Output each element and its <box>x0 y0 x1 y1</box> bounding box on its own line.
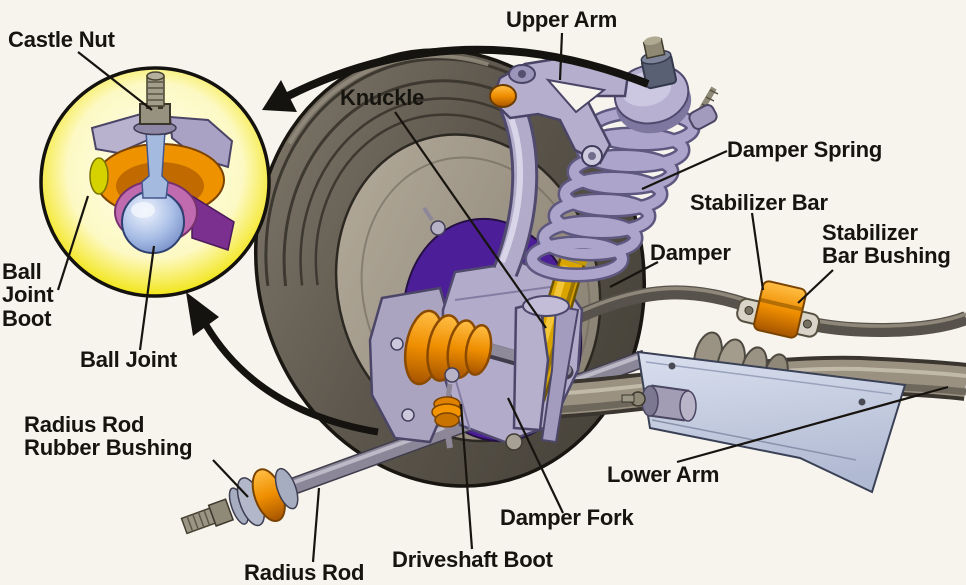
label-damper-fork: Damper Fork <box>500 505 634 530</box>
leader-lines <box>56 32 949 563</box>
ball-joint-inset <box>39 66 271 298</box>
radius-rod-thread <box>180 507 217 535</box>
bolt-icon <box>430 220 446 236</box>
lower-ball-joint-boot <box>431 367 463 449</box>
label-ball-joint: Ball Joint <box>80 347 178 372</box>
label-stabilizer-bar: Stabilizer Bar <box>690 190 828 215</box>
knuckle <box>492 100 539 278</box>
leader-radius-rod <box>311 487 321 563</box>
leader-damper <box>609 261 659 288</box>
leader-damper-spring <box>641 149 728 191</box>
leader-lower-arm <box>676 385 949 464</box>
label-stabilizer-bar-bushing: Stabilizer Bar Bushing <box>822 220 951 269</box>
label-castle-nut: Castle Nut <box>8 27 115 52</box>
stabilizer-bar-bushing <box>736 280 821 339</box>
label-damper-spring: Damper Spring <box>727 137 883 162</box>
damper-spring <box>524 104 701 283</box>
lower-arm-bushing <box>621 384 697 422</box>
leader-stabilizer-bar <box>750 212 765 291</box>
leader-knuckle <box>394 111 547 329</box>
bolt-icon <box>444 367 460 383</box>
upper-arm <box>489 56 630 167</box>
leader-damper-fork <box>507 397 564 514</box>
leader-ball-joint-boot <box>56 195 90 291</box>
inset-stud <box>141 130 169 199</box>
label-radius-rod: Radius Rod <box>244 560 365 585</box>
magnify-arrow-upper <box>262 45 650 112</box>
label-knuckle: Knuckle <box>340 85 425 110</box>
label-damper: Damper <box>650 240 731 265</box>
bolt-icon <box>505 433 523 451</box>
label-lower-arm: Lower Arm <box>607 462 720 487</box>
label-ball-joint-boot: Ball Joint Boot <box>2 259 54 331</box>
driveshaft-boot <box>403 309 493 386</box>
leader-castle-nut <box>77 51 153 111</box>
leader-upper-arm <box>558 32 564 81</box>
label-upper-arm: Upper Arm <box>506 7 618 32</box>
leader-stabilizer-bar-bushing <box>797 269 834 304</box>
leader-ball-joint <box>138 245 156 351</box>
label-driveshaft-boot: Driveshaft Boot <box>392 547 553 572</box>
inset-ball <box>121 190 185 254</box>
upper-ball-joint <box>489 84 517 108</box>
castle-nut <box>139 71 171 125</box>
hose-fitting <box>688 86 719 130</box>
magnify-arrow-lower <box>186 292 379 436</box>
damper-fork <box>505 295 580 451</box>
leader-radius-rod-rubber-bushing <box>212 459 249 498</box>
leader-driveshaft-boot <box>459 403 474 550</box>
label-radius-rod-rubber-bushing: Radius Rod Rubber Bushing <box>24 412 193 461</box>
